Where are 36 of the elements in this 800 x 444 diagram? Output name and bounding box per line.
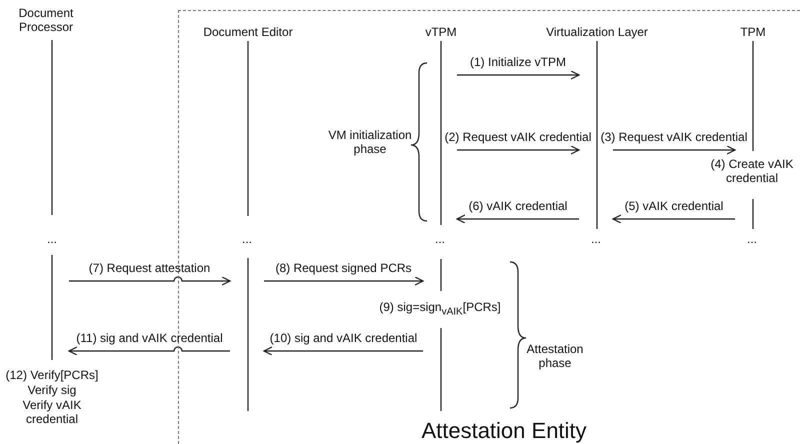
participant-label: Virtualization Layer <box>545 25 649 39</box>
edge-label: (2) Request vAIK credential <box>444 130 592 144</box>
step-note: (4) Create vAIK credential <box>710 157 794 185</box>
participant-label: vTPM <box>424 25 458 39</box>
step-note: (12) Verify[PCRs] <box>4 368 100 382</box>
message-arrow <box>68 346 230 356</box>
step-note: (9) sig=sign$_{vAIK}$[PCRs] <box>378 300 502 320</box>
message-arrow <box>457 70 580 80</box>
edge-label: (7) Request attestation <box>88 261 212 275</box>
edge-label: (8) Request signed PCRs <box>274 261 413 275</box>
participant-label: Document Processor <box>18 6 74 34</box>
step-note: Verify sig <box>26 383 78 397</box>
step-note: Verify vAIK credential <box>22 398 82 426</box>
edge-label: (1) Initialize vTPM <box>468 55 568 69</box>
participant-label: TPM <box>739 25 767 39</box>
message-arrow <box>264 276 424 286</box>
message-arrow <box>456 214 579 224</box>
region-title: Attestation Entity <box>420 419 588 443</box>
edge-label: (5) vAIK credential <box>624 199 724 213</box>
ellipsis: ... <box>590 232 602 246</box>
edge-label: (11) sig and vAIK credential <box>75 331 224 345</box>
edge-label: (6) vAIK credential <box>468 199 568 213</box>
message-arrow <box>613 145 736 155</box>
message-arrow <box>69 276 231 286</box>
edge-label: (10) sig and vAIK credential <box>268 331 418 345</box>
message-arrow <box>612 214 735 224</box>
ellipsis: ... <box>240 232 253 246</box>
ellipsis: ... <box>46 232 58 246</box>
participant-label: Document Editor <box>202 25 294 39</box>
message-arrow <box>263 346 423 356</box>
message-arrow <box>457 145 580 155</box>
phase-label: VM initialization phase <box>328 128 412 156</box>
phase-label: Attestation phase <box>526 342 584 370</box>
ellipsis: ... <box>434 232 446 246</box>
ellipsis: ... <box>746 232 758 246</box>
edge-label: (3) Request vAIK credential <box>600 130 748 144</box>
